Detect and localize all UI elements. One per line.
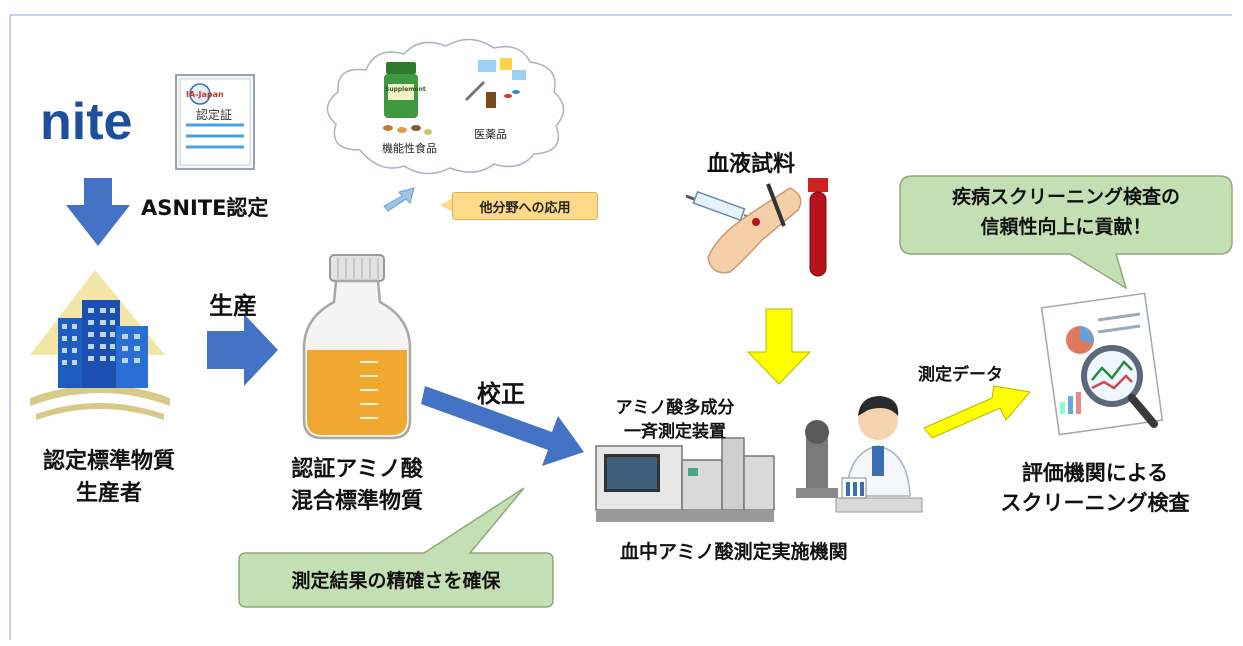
certificate-badge: IA-Japan xyxy=(186,90,224,99)
producer-label: 認定標準物質 生産者 xyxy=(24,446,194,510)
cloud-item-functional-food: 機能性食品 xyxy=(382,142,437,155)
producer-line1: 認定標準物質 xyxy=(42,449,175,474)
device-line1: アミノ酸多成分 xyxy=(615,398,735,418)
yellow-down-arrow-icon xyxy=(746,308,812,385)
institution-label: 血中アミノ酸測定実施機関 xyxy=(620,541,848,563)
cloud-icon xyxy=(326,38,565,175)
producer-line2: 生産者 xyxy=(75,481,142,506)
product-line2: 混合標準物質 xyxy=(290,489,423,514)
reliability-line1: 疾病スクリーニング検査の xyxy=(951,186,1180,208)
blood-tube-icon xyxy=(808,178,828,277)
measurement-data-label: 測定データ xyxy=(918,365,1003,385)
analyzer-machine-icon xyxy=(595,437,775,522)
reliability-callout-bubble xyxy=(899,175,1233,290)
blood-sample-label: 血液試料 xyxy=(707,152,796,177)
other-field-tag: 他分野への応用 xyxy=(452,192,598,220)
measurement-data-arrow-icon xyxy=(923,385,1031,439)
evaluation-line2: スクリーニング検査 xyxy=(1000,491,1190,515)
calibration-label: 校正 xyxy=(477,380,525,408)
product-label: 認証アミノ酸 混合標準物質 xyxy=(272,454,442,518)
down-arrow-icon xyxy=(66,178,130,246)
evaluation-line1: 評価機関による xyxy=(1021,461,1169,485)
reliability-line2: 信頼性向上に貢献！ xyxy=(980,216,1152,238)
report-magnifier-icon xyxy=(1040,292,1164,436)
cloud-item-pharmaceuticals: 医薬品 xyxy=(474,128,507,141)
building-icon xyxy=(30,270,170,420)
small-up-arrow-icon xyxy=(383,187,415,212)
product-line1: 認証アミノ酸 xyxy=(291,457,423,482)
bottle-icon xyxy=(302,254,412,440)
certificate-title: 認定証 xyxy=(196,108,233,122)
accuracy-callout-text: 測定結果の精確さを確保 xyxy=(291,570,501,592)
evaluation-label: 評価機関による スクリーニング検査 xyxy=(990,458,1200,518)
production-label: 生産 xyxy=(209,292,257,320)
certificate-icon xyxy=(175,74,255,170)
scientist-icon xyxy=(796,396,923,513)
asnite-label: ASNITE認定 xyxy=(141,196,269,220)
arm-icon xyxy=(707,183,802,274)
nite-logo: nite xyxy=(40,93,133,151)
calibration-arrow-icon xyxy=(421,386,584,466)
right-arrow-icon xyxy=(207,314,278,386)
supplement-bottle-text: Supplement xyxy=(385,86,426,93)
device-line2: 一斉測定装置 xyxy=(624,422,726,442)
device-label: アミノ酸多成分 一斉測定装置 xyxy=(590,396,760,444)
reliability-callout-text: 疾病スクリーニング検査の 信頼性向上に貢献！ xyxy=(900,182,1232,242)
accuracy-callout-bubble xyxy=(238,487,554,608)
tag-pointer xyxy=(440,198,453,212)
